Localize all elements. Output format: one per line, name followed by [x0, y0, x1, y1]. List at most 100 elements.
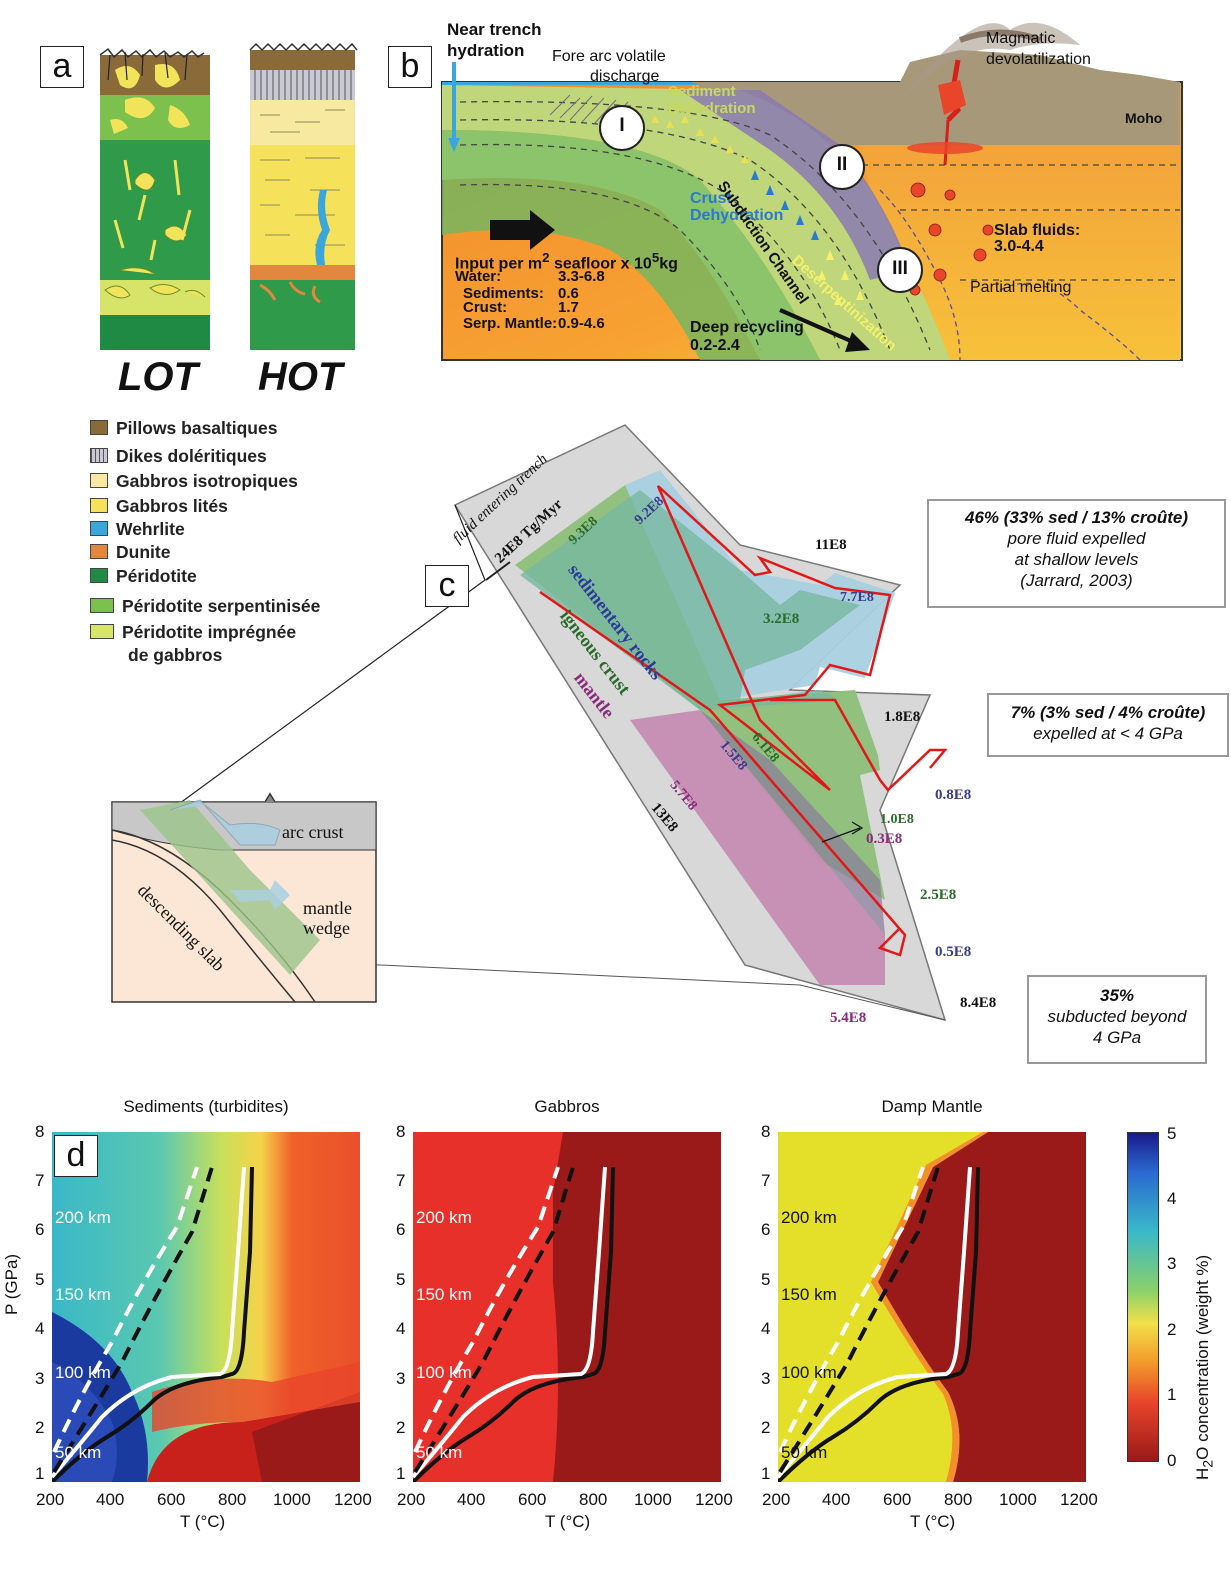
- inset-arc-crust: arc crust: [282, 822, 344, 842]
- y-tick: 4: [35, 1319, 45, 1338]
- sediment-dehydration-2: Dehydration: [668, 100, 756, 117]
- colorbar: [1127, 1132, 1159, 1462]
- legend-swatch: [90, 420, 108, 435]
- legend-label: Péridotite: [116, 566, 197, 586]
- legend-swatch: [90, 521, 108, 536]
- x-tick: 400: [457, 1490, 486, 1509]
- slab-fluids-label: Slab fluids:: [994, 222, 1081, 239]
- zone-label-iii: III: [892, 258, 908, 279]
- y-tick: 1: [761, 1464, 771, 1483]
- phase-plot-sediments: [52, 1132, 360, 1482]
- value-0-8e8: 0.8E8: [935, 787, 972, 803]
- plot-title-damp-mantle: Damp Mantle: [881, 1097, 983, 1116]
- note-shallow-line3: (Jarrard, 2003): [1020, 571, 1133, 590]
- depth-label-50km: 50 km: [55, 1443, 102, 1462]
- magmatic-label-2: devolatilization: [986, 51, 1091, 68]
- sediment-dehydration-1: Sediment: [668, 83, 736, 100]
- input-title-unit: kg: [659, 255, 678, 273]
- depth-label-200km: 200 km: [55, 1208, 111, 1227]
- input-title: Input per m2 seafloor x 105kg: [455, 250, 678, 273]
- note-shallow-expulsion: 46% (33% sed / 13% croûte) pore fluid ex…: [927, 499, 1226, 608]
- legend-label: Wehrlite: [116, 519, 185, 539]
- panel-d-letter: d: [54, 1135, 98, 1177]
- depth-label-200km: 200 km: [781, 1208, 837, 1227]
- note-below-4gpa-title: 7% (3% sed / 4% croûte): [1010, 703, 1206, 722]
- note-below-4gpa: 7% (3% sed / 4% croûte) expelled at < 4 …: [987, 693, 1229, 757]
- value-8-4e8: 8.4E8: [960, 995, 997, 1011]
- y-tick: 3: [761, 1369, 771, 1388]
- moho-label: Moho: [1125, 110, 1163, 126]
- y-tick: 1: [396, 1464, 406, 1483]
- x-tick: 800: [579, 1490, 608, 1509]
- y-tick: 8: [396, 1122, 406, 1141]
- legend-item-peridotite-serp: Péridotite serpentinisée: [90, 596, 320, 618]
- y-tick: 4: [761, 1319, 771, 1338]
- y-tick: 7: [35, 1171, 45, 1190]
- panel-a-columns: [99, 42, 358, 350]
- legend-swatch: [90, 568, 108, 583]
- note-beyond-line1: subducted beyond: [1047, 1007, 1187, 1026]
- x-tick: 600: [883, 1490, 912, 1509]
- legend-label: Péridotite imprégnée: [122, 622, 297, 642]
- legend-item-peridotite-impregnee-line2: de gabbros: [128, 645, 223, 665]
- panel-a-letter: a: [40, 46, 84, 88]
- lot-column: [99, 47, 210, 350]
- legend-item-gabbros-isotropiques: Gabbros isotropiques: [90, 471, 298, 493]
- crust-label: Crust:: [463, 299, 508, 316]
- phase-plot-damp-mantle: [778, 1132, 1086, 1482]
- x-axis-label: T (°C): [545, 1512, 591, 1531]
- depth-label-100km: 100 km: [416, 1363, 472, 1382]
- x-axis-label: T (°C): [180, 1512, 226, 1531]
- water-value: 3.3-6.8: [558, 268, 605, 285]
- y-tick: 6: [35, 1220, 45, 1239]
- plot-title-sediments: Sediments (turbidites): [123, 1097, 289, 1116]
- hot-column: [249, 42, 358, 350]
- depth-label-150km: 150 km: [416, 1285, 472, 1304]
- zone-label-i: I: [619, 115, 625, 136]
- x-tick: 200: [397, 1490, 426, 1509]
- x-tick: 1000: [999, 1490, 1037, 1509]
- x-tick: 200: [762, 1490, 791, 1509]
- y-tick: 2: [396, 1418, 406, 1437]
- legend-swatch: [90, 624, 114, 639]
- colorbar-label: H2O concentration (weight %): [1193, 1255, 1216, 1480]
- y-tick: 2: [761, 1418, 771, 1437]
- value-2-5e8: 2.5E8: [920, 887, 957, 903]
- x-axis-label: T (°C): [910, 1512, 956, 1531]
- legend-swatch: [90, 598, 114, 613]
- legend-label: Dikes doléritiques: [116, 446, 267, 466]
- legend-item-pillows: Pillows basaltiques: [90, 418, 277, 440]
- colorbar-tick: 3: [1167, 1254, 1177, 1273]
- subduction-inset: [111, 792, 377, 1003]
- note-shallow-line1: pore fluid expelled: [1007, 529, 1146, 548]
- y-tick: 1: [35, 1464, 45, 1483]
- crust-dehydration-1: Crust: [690, 190, 732, 207]
- value-1-8e8: 1.8E8: [884, 709, 921, 725]
- colorbar-label-h: H: [1193, 1467, 1212, 1480]
- x-tick: 200: [36, 1490, 65, 1509]
- depth-label-100km: 100 km: [781, 1363, 837, 1382]
- hot-label: HOT: [258, 355, 343, 399]
- partial-melting-label: Partial melting: [970, 279, 1072, 296]
- legend-swatch: [90, 473, 108, 488]
- y-tick: 5: [761, 1270, 771, 1289]
- water-label: Water:: [455, 268, 502, 285]
- input-title-sup1: 2: [542, 250, 550, 265]
- legend-label: Gabbros lités: [116, 496, 228, 516]
- y-tick: 6: [761, 1220, 771, 1239]
- y-tick: 4: [396, 1319, 406, 1338]
- value-5-4e8: 5.4E8: [830, 1010, 867, 1026]
- legend-item-gabbros-lites: Gabbros lités: [90, 496, 228, 518]
- value-0-5e8: 0.5E8: [935, 944, 972, 960]
- x-tick: 1200: [334, 1490, 372, 1509]
- note-shallow-line2: at shallow levels: [1014, 550, 1139, 569]
- x-tick: 1000: [634, 1490, 672, 1509]
- note-beyond-line2: 4 GPa: [1092, 1028, 1142, 1047]
- x-tick: 800: [218, 1490, 247, 1509]
- depth-label-150km: 150 km: [55, 1285, 111, 1304]
- y-tick: 3: [35, 1369, 45, 1388]
- x-tick: 1200: [1060, 1490, 1098, 1509]
- y-tick: 7: [761, 1171, 771, 1190]
- near-trench-label: Near trench: [447, 20, 542, 39]
- lot-label: LOT: [118, 355, 198, 399]
